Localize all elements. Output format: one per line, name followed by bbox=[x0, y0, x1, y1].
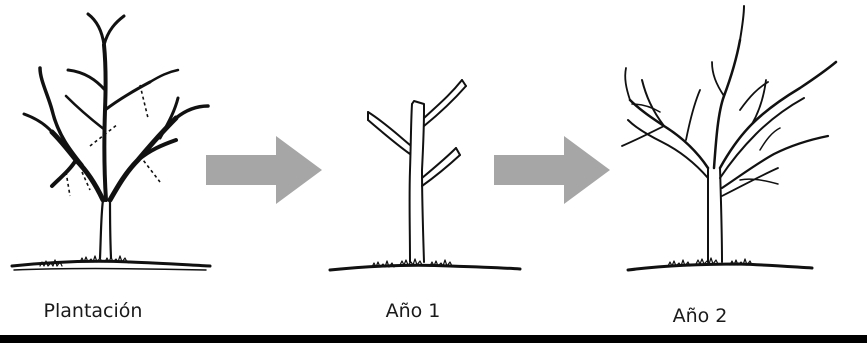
bottom-rule bbox=[0, 335, 867, 343]
right-arrow-icon bbox=[206, 136, 322, 204]
pruning-illustration bbox=[10, 5, 838, 272]
stage-label-year1: Año 1 bbox=[385, 300, 441, 322]
pruning-cut-mark-icon bbox=[65, 84, 161, 197]
stage-label-plantation: Plantación bbox=[43, 300, 143, 322]
stage-label-year2: Año 2 bbox=[672, 305, 728, 327]
tree-plantation bbox=[10, 12, 212, 271]
tree-year2 bbox=[621, 5, 838, 272]
tree-year1 bbox=[328, 79, 522, 272]
right-arrow-icon bbox=[494, 136, 610, 204]
